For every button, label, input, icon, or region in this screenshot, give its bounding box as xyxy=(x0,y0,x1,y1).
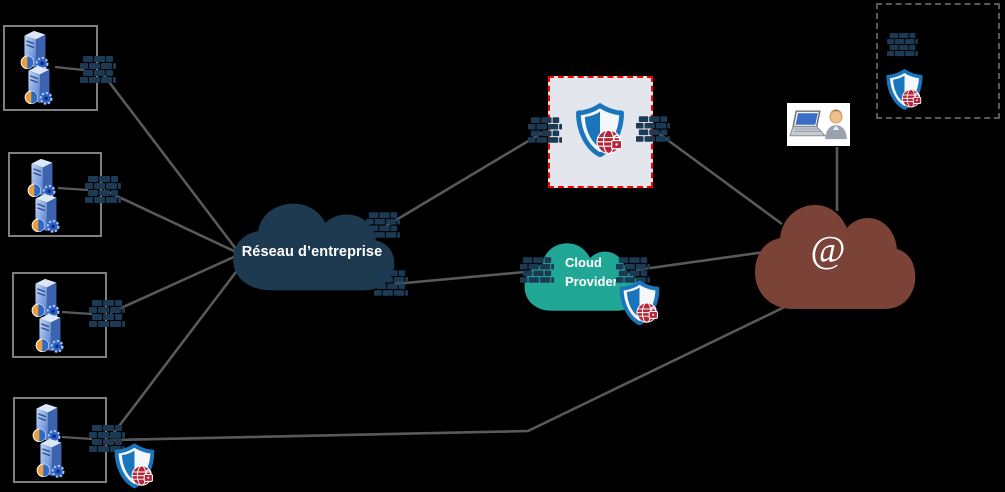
shield-globe-lock-icon xyxy=(885,69,924,112)
legend-box xyxy=(876,3,1000,119)
connector-line xyxy=(111,299,798,442)
connector-line xyxy=(653,128,783,226)
server-icon xyxy=(30,191,60,233)
firewall-icon xyxy=(520,257,554,284)
connector-line xyxy=(108,267,241,439)
shield-globe-lock-icon xyxy=(574,103,626,160)
firewall-icon xyxy=(528,117,562,144)
connector-line xyxy=(385,129,546,228)
connector-line xyxy=(635,249,773,272)
connector-line xyxy=(61,435,93,441)
server-icon xyxy=(23,63,53,105)
cloud-provider-label-line2: Provider xyxy=(565,274,618,289)
user-icon xyxy=(823,104,849,144)
firewall-icon xyxy=(887,33,918,57)
firewall-icon xyxy=(85,176,121,204)
server-icon xyxy=(34,311,64,353)
shield-globe-lock-icon xyxy=(113,443,156,491)
connector-line xyxy=(57,186,89,192)
cloud-provider-label: Cloud Provider xyxy=(565,253,618,291)
cloud-provider-label-line1: Cloud xyxy=(565,255,602,270)
internet-cloud-label: @ xyxy=(810,229,846,271)
enterprise-cloud-label: Réseau d’entreprise xyxy=(241,244,383,260)
connector-line xyxy=(61,310,93,316)
firewall-icon xyxy=(80,56,116,84)
firewall-icon xyxy=(366,212,400,239)
connector-line xyxy=(98,69,238,250)
shield-globe-lock-icon xyxy=(618,280,661,328)
server-icon xyxy=(35,436,65,478)
firewall-icon xyxy=(636,116,670,143)
connector-line xyxy=(54,65,85,72)
connector-line xyxy=(103,188,237,254)
firewall-icon xyxy=(89,300,125,328)
connector-line xyxy=(393,269,537,286)
connector-line xyxy=(109,254,237,315)
firewall-icon xyxy=(374,270,408,297)
